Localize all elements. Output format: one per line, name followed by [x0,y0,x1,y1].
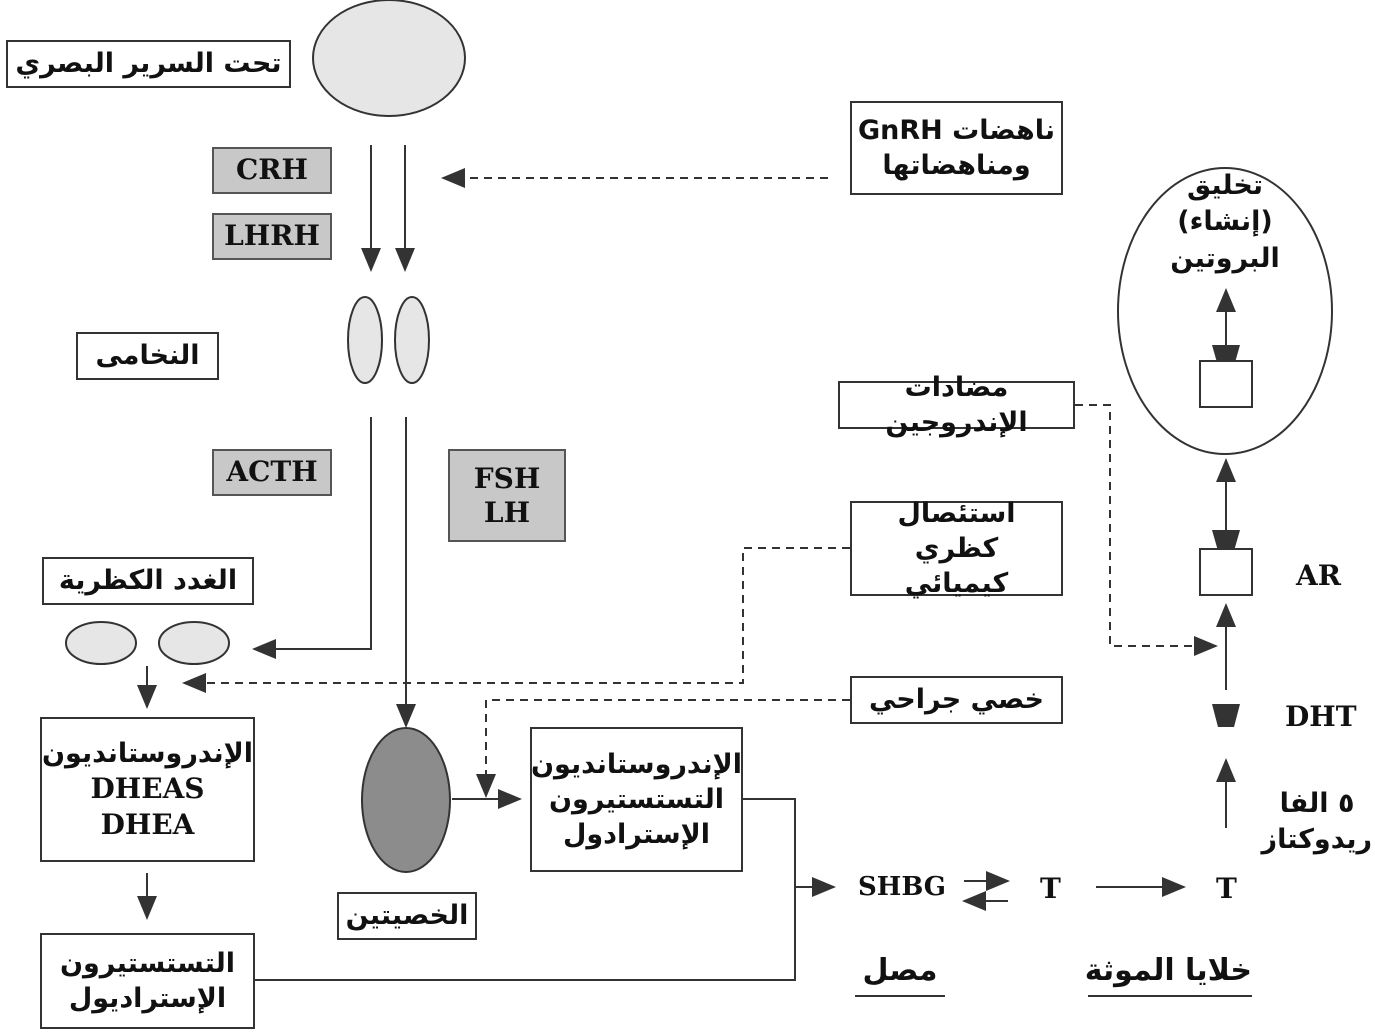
protein-synthesis-line2: (إنشاء) [1177,206,1273,238]
crh-box: CRH [212,147,332,194]
adrenal-steroids-line1: الإندروستانديون [42,737,253,769]
testis-gland [361,727,451,873]
protein-synthesis-line1: تخليق [1187,170,1263,201]
testes-label: الخصيتين [345,900,469,932]
serum-label: مصل [862,953,938,988]
adrenal-steroids-line3: DHEA [100,808,195,842]
testis-steroids-line3: الإسترادول [562,819,711,851]
adrenal-out-line2: الإستراديول [68,983,227,1014]
adrenal-out-line1: التستستيرون [59,947,236,979]
receptor-ligand-dht [1212,704,1240,727]
adrenalectomy-line2: كيميائي [904,568,1009,600]
pituitary-lobe-right [394,296,430,384]
acth-label: ACTH [226,455,318,489]
lhrh-box: LHRH [212,213,332,260]
receptor-box-ar [1199,548,1253,596]
gnrh-label-line2: ومناهضاتها [882,150,1031,181]
t-cell-label: T [1216,872,1237,905]
adrenalectomy-line1: استئصال كظري [897,497,1016,564]
shbg-label: SHBG [858,872,947,902]
reductase-label: ٥ الفا ريدوكتاز [1262,786,1372,859]
protein-synthesis-label: تخليق (إنشاء) البروتين [1150,168,1300,277]
adrenal-gland-left [65,621,137,665]
prostate-cells-label: خلايا الموثة [1084,953,1252,988]
adrenal-steroids-box: الإندروستانديون DHEAS DHEA [40,717,255,862]
adrenal-steroids-line2: DHEAS [90,771,205,805]
adrenals-box: الغدد الكظرية [42,557,254,605]
acth-box: ACTH [212,449,332,496]
orchiectomy-label: خصي جراحي [868,684,1045,716]
reductase-line1: ٥ الفا [1279,788,1355,819]
protein-synthesis-line3: البروتين [1170,242,1280,274]
fsh-lh-box: FSH LH [448,449,566,542]
testes-box: الخصيتين [337,892,477,940]
reductase-line2: ريدوكتاز [1261,824,1372,856]
antiandrogens-box: مضادات الإندروجين [838,372,1075,438]
dashed-antiandrogen-to-ar [1075,404,1218,656]
dashed-adrenalectomy-to-adrenals [182,547,850,693]
crh-label: CRH [235,153,308,187]
antiandrogens-label: مضادات الإندروجين [885,371,1028,438]
fsh-label: FSH [473,461,541,495]
testis-steroids-line1: الإندروستانديون [531,748,742,780]
dashed-orchiectomy-to-testes [476,699,850,798]
line-adrenal-out-to-serum [254,887,796,981]
lhrh-label: LHRH [224,219,320,253]
adrenals-label: الغدد الكظرية [58,565,238,597]
adrenalectomy-box: استئصال كظري كيميائي [850,498,1063,599]
dht-label: DHT [1285,700,1357,733]
testis-steroids-box: الإندروستانديون التستستيرون الإسترادول [530,727,743,872]
gnrh-label-line1: ناهضات GnRH [857,114,1056,146]
line-testis-steroids-to-serum [743,798,796,887]
t-serum-label: T [1040,872,1061,905]
ar-label: AR [1296,559,1341,592]
adrenal-gland-right [158,621,230,665]
gnrh-box: ناهضات GnRH ومناهضاتها [850,101,1063,195]
hypothalamus-label: تحت السرير البصري [15,48,282,80]
pituitary-label: النخامى [95,340,200,372]
hypothalamus-gland [312,0,466,117]
pituitary-box: النخامى [76,332,219,380]
orchiectomy-box: خصي جراحي [850,676,1063,724]
adrenal-out-box: التستستيرون الإستراديول [40,933,255,1029]
testis-steroids-line2: التستستيرون [548,783,725,815]
hypothalamus-box: تحت السرير البصري [6,40,291,88]
receptor-box-upper [1199,360,1253,408]
pituitary-lobe-left [347,296,383,384]
lh-label: LH [483,495,531,529]
receptor-ligand-ar [1212,530,1240,551]
arrow-acth-adrenals [252,417,372,659]
